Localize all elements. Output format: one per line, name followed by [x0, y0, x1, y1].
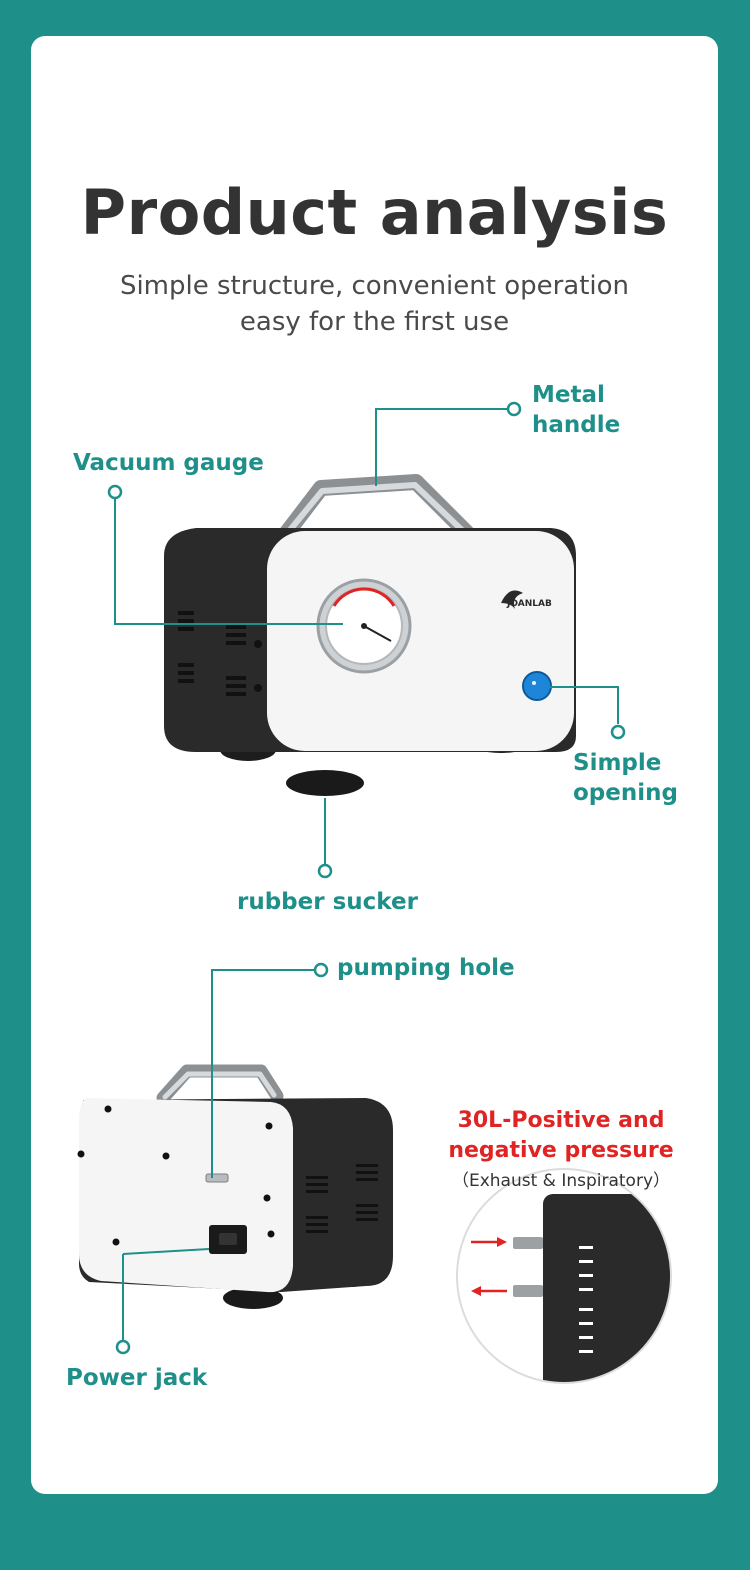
front-panel [267, 531, 574, 751]
pressure-detail [456, 1168, 672, 1384]
pumping-hole-label: pumping hole [337, 955, 515, 981]
pressure-title: 30L-Positive and negative pressure [441, 1106, 681, 1166]
back-pump [77, 962, 393, 1355]
simple-opening-label: Simple opening [573, 748, 678, 808]
metal-handle-label-line-2: handle [532, 412, 621, 438]
front-foot [286, 770, 364, 796]
subtitle-line-2: easy for the first use [239, 307, 510, 337]
product-illustration: JOANLAB [77, 401, 672, 1384]
metal-handle-label-line-1: Metal [532, 382, 605, 408]
vacuum-gauge-dial [316, 578, 412, 674]
page-subtitle: Simple structure, convenient operation e… [31, 268, 718, 340]
metal-handle-label: Metal handle [532, 380, 620, 440]
page-title: Product analysis [80, 176, 669, 249]
simple-opening-label-line-1: Simple [573, 750, 662, 776]
simple-opening-label-line-2: opening [573, 780, 678, 806]
power-jack-label: Power jack [66, 1365, 208, 1391]
product-card: Product analysis Simple structure, conve… [31, 36, 718, 1494]
front-pump: JOANLAB [107, 401, 626, 879]
power-switch [522, 671, 552, 701]
vacuum-gauge-label: Vacuum gauge [73, 450, 264, 476]
pressure-title-line-2: negative pressure [448, 1138, 674, 1163]
brand-logo: JOANLAB [501, 590, 552, 609]
pressure-title-line-1: 30L-Positive and [457, 1108, 665, 1133]
rubber-sucker-label: rubber sucker [237, 889, 418, 915]
pressure-subtitle: （Exhaust & Inspiratory） [451, 1171, 671, 1191]
brand-logo-text: JOANLAB [506, 599, 552, 609]
subtitle-line-1: Simple structure, convenient operation [119, 271, 630, 301]
